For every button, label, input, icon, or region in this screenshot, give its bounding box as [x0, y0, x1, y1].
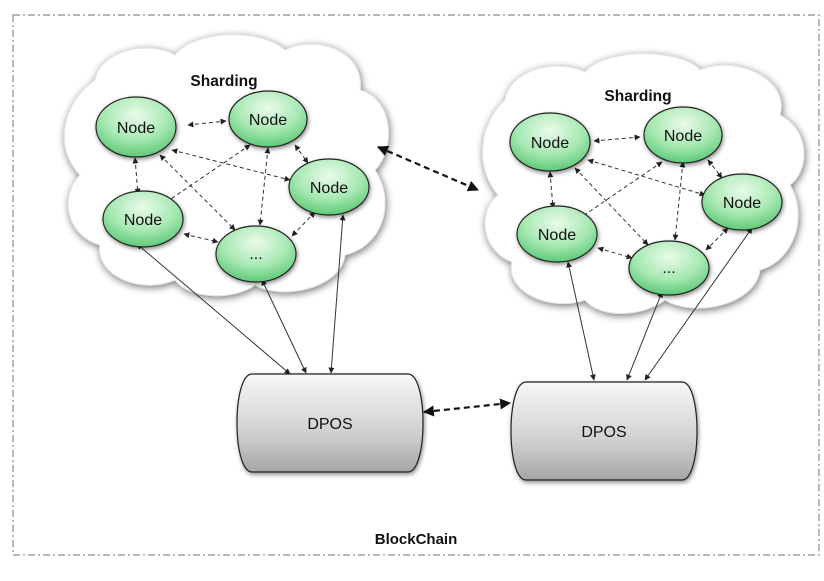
dpos-sync-link	[422, 398, 512, 417]
node-label: Node	[531, 135, 569, 152]
dpos-label-left: DPOS	[307, 416, 352, 433]
link-l-n2-n5	[257, 147, 271, 226]
node-right-2	[643, 106, 723, 164]
node-label: Node	[117, 120, 155, 137]
link-r-n2-n4	[707, 159, 723, 179]
node-dpos-links	[136, 214, 753, 381]
node-label: Node	[249, 112, 287, 129]
right-shard: Sharding Node Node Node Node ...	[509, 88, 783, 296]
left-shard-links	[132, 118, 316, 244]
link-r-n3-dpos	[566, 261, 596, 381]
node-left-4	[288, 158, 370, 216]
node-left-1	[95, 96, 177, 158]
shard-title-left: Sharding	[190, 73, 257, 90]
shard-title-right: Sharding	[604, 88, 671, 105]
link-r-n4-dpos	[644, 227, 753, 381]
link-l-n2-n4	[294, 144, 309, 164]
link-r-n3-n5	[597, 246, 633, 260]
node-label: ...	[662, 260, 675, 277]
dpos-label-right: DPOS	[581, 424, 626, 441]
node-right-1	[509, 112, 591, 172]
link-l-n1-n2	[187, 118, 227, 128]
shard-sync-link	[376, 145, 480, 192]
left-shard: Sharding Node Node Node Node ...	[95, 73, 370, 283]
dpos-right	[510, 381, 698, 481]
node-left-2	[228, 90, 308, 148]
blockchain-frame	[12, 14, 820, 556]
link-l-n4-n5	[291, 211, 316, 237]
node-label: Node	[723, 195, 761, 212]
link-l-n2-n3	[164, 144, 251, 204]
link-r-n1-n4	[587, 158, 706, 197]
container-label: BlockChain	[375, 531, 458, 548]
node-label: Node	[664, 128, 702, 145]
node-label: ...	[249, 246, 262, 263]
link-l-n4-dpos	[328, 214, 346, 374]
node-label: Node	[310, 180, 348, 197]
node-label: Node	[124, 212, 162, 229]
node-right-3	[516, 205, 598, 263]
link-r-n2-n5	[672, 161, 686, 241]
link-l-n3-n5	[183, 232, 219, 244]
node-left-5	[215, 225, 297, 283]
link-l-n1-n3	[132, 157, 141, 195]
link-r-n1-n2	[593, 134, 641, 144]
link-l-n5-dpos	[261, 279, 307, 374]
dpos-left	[236, 373, 424, 473]
node-right-4	[701, 173, 783, 231]
node-right-5	[628, 240, 710, 296]
link-r-n2-n3	[579, 161, 663, 219]
node-label: Node	[538, 227, 576, 244]
link-r-n1-n3	[547, 171, 556, 209]
node-left-3	[102, 190, 184, 248]
